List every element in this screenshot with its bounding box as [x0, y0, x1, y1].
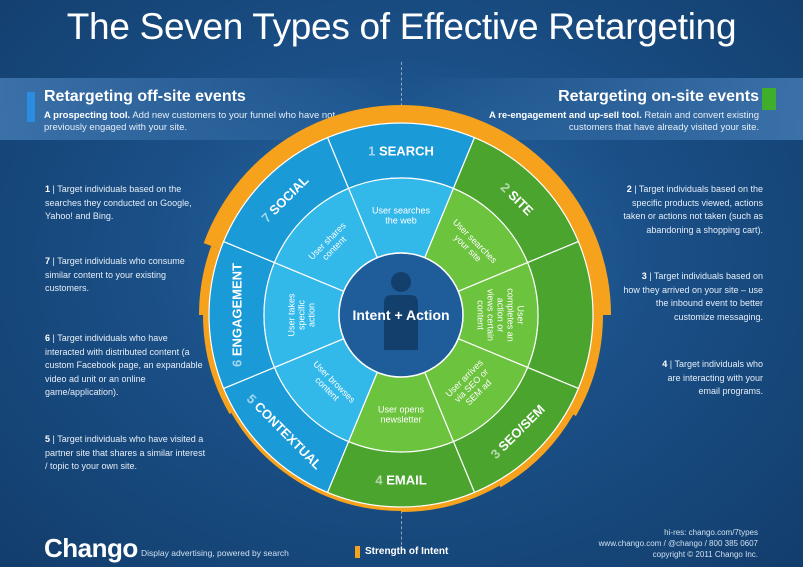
footer-hires: hi-res: chango.com/7types	[664, 528, 758, 537]
person-icon	[384, 295, 418, 350]
onsite-tab-marker	[762, 88, 776, 110]
intent-strength-arc	[199, 245, 221, 315]
chango-logo: Chango	[44, 533, 138, 563]
footer-copyright: copyright © 2011 Chango Inc.	[652, 550, 758, 559]
note-2: 2 | Target individuals based on the spec…	[623, 184, 763, 235]
note-7: 7 | Target individuals who consume simil…	[45, 256, 185, 293]
legend-swatch	[355, 546, 360, 558]
segment-label-engagement: 6 ENGAGEMENT	[230, 263, 245, 367]
center-label: Intent + Action	[352, 307, 449, 323]
note-6: 6 | Target individuals who have interact…	[45, 333, 203, 397]
divider-bottom	[401, 490, 402, 550]
offsite-tab-marker	[27, 92, 35, 122]
footer-contact-line: www.chango.com / @chango / 800 385 0607	[598, 539, 758, 548]
onsite-description: A re-engagement and up-sell tool. Retain…	[489, 110, 759, 133]
intent-strength-arc	[303, 481, 401, 511]
footer-contact: hi-res: chango.com/7types www.chango.com…	[599, 527, 758, 560]
segment-action-text: Usercompletes anaction orviews certainco…	[476, 288, 526, 342]
note-1: 1 | Target individuals based on the sear…	[45, 184, 192, 221]
footer-tagline: Display advertising, powered by search	[141, 548, 289, 558]
note-5: 5 | Target individuals who have visited …	[45, 434, 206, 471]
onsite-heading: Retargeting on-site events	[558, 88, 759, 105]
page-title: The Seven Types of Effective Retargeting	[66, 6, 737, 47]
note-4: 4 | Target individuals who are interacti…	[662, 359, 763, 396]
intent-strength-arc	[497, 411, 574, 488]
divider-top	[401, 62, 402, 132]
intent-strength-arc	[203, 315, 235, 414]
intent-strength-arc	[401, 481, 500, 512]
segment-label-search: 1 SEARCH	[368, 144, 434, 159]
intent-strength-arc	[567, 315, 603, 416]
person-icon-head	[391, 272, 411, 292]
segment-action-text: User takesspecificaction	[287, 293, 317, 337]
note-3: 3 | Target individuals based on how they…	[623, 271, 763, 322]
legend-label: Strength of Intent	[365, 546, 449, 557]
offsite-heading: Retargeting off-site events	[44, 88, 246, 105]
offsite-description: A prospecting tool. Add new customers to…	[44, 110, 336, 133]
segment-label-email: 4 EMAIL	[375, 473, 426, 488]
